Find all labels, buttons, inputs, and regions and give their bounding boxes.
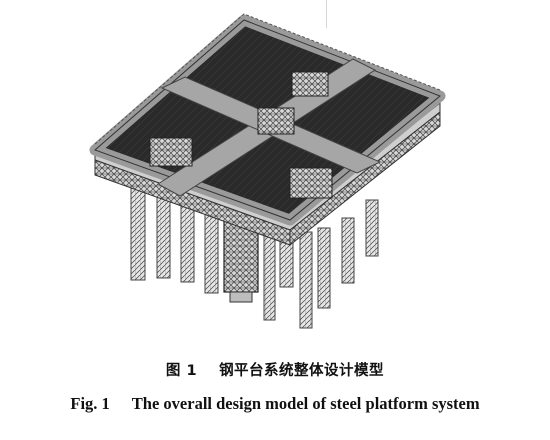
caption-cn-label: 图 1 <box>165 363 198 379</box>
caption-en-label: Fig. 1 <box>70 394 110 413</box>
steel-platform-model-image <box>89 13 446 329</box>
caption-en-title: The overall design model of steel platfo… <box>131 394 480 413</box>
platform-truss-skirt <box>94 101 441 247</box>
figure-caption-chinese: 图 1 钢平台系统整体设计模型 <box>0 359 550 380</box>
column-group-left <box>130 184 219 294</box>
platform-deck <box>89 13 446 226</box>
fold-line <box>326 0 327 28</box>
figure-caption-english: Fig. 1 The overall design model of steel … <box>0 394 550 414</box>
caption-cn-title: 钢平台系统整体设计模型 <box>219 363 385 379</box>
